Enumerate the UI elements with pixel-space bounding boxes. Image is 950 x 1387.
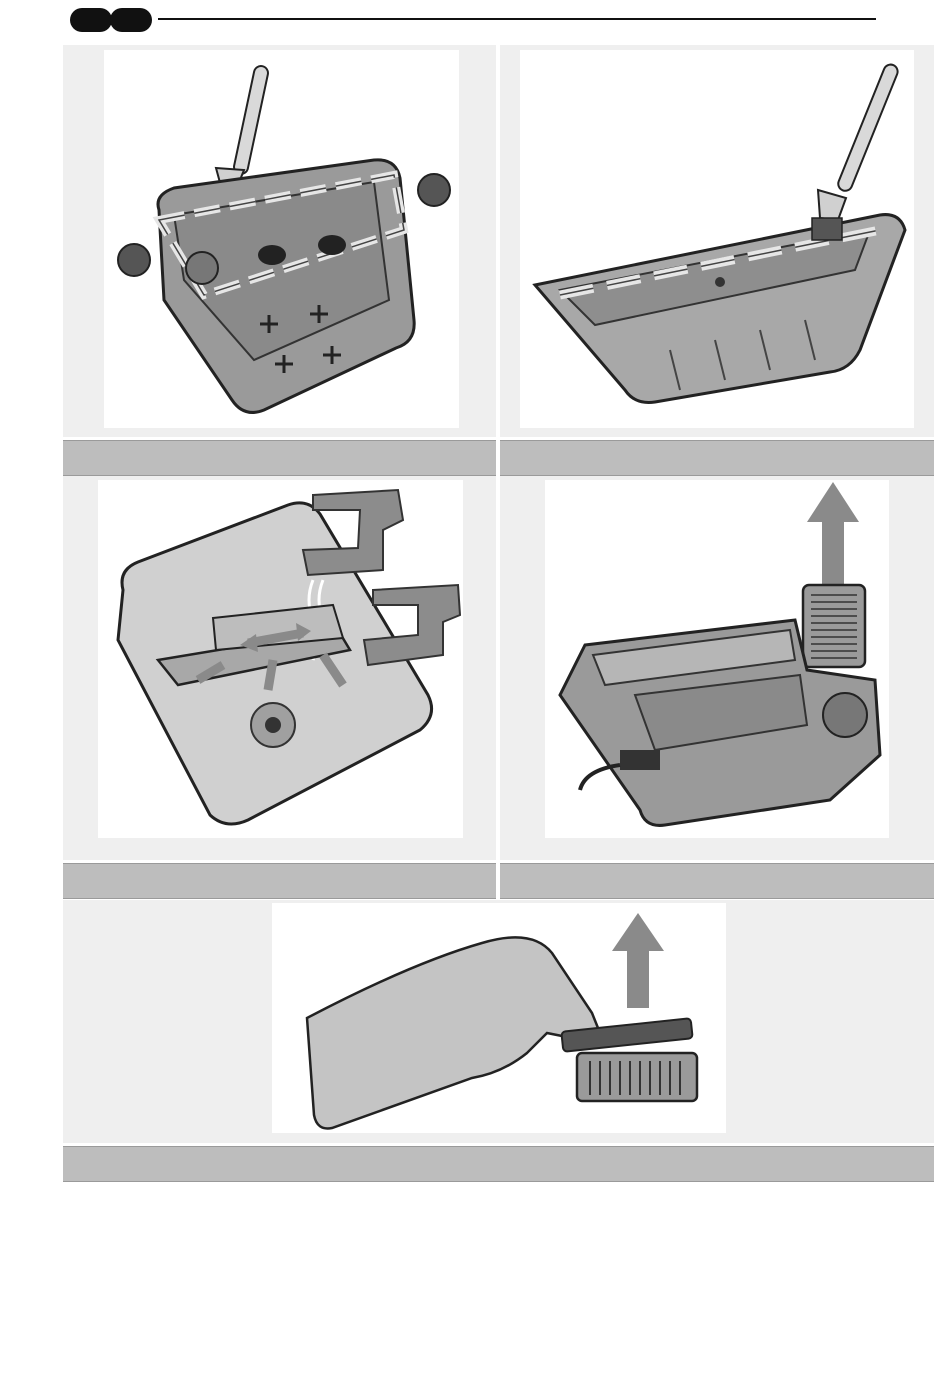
container-brush-illustration — [104, 50, 459, 428]
header-badge-2 — [110, 8, 152, 32]
figure-caption-2 — [500, 440, 934, 476]
figure-image-2 — [520, 50, 914, 428]
figure-panel-2 — [500, 45, 934, 437]
figure-panel-1 — [63, 45, 496, 437]
figure-panel-4 — [500, 476, 934, 860]
figure-caption-4 — [500, 863, 934, 899]
figure-panel-5 — [63, 900, 934, 1143]
header-badge-1 — [70, 8, 112, 32]
header-rule — [158, 18, 876, 20]
tap-rinse-illustration — [98, 480, 463, 838]
figure-caption-1 — [63, 440, 496, 476]
filter-removal-illustration — [545, 480, 889, 838]
figure-image-4 — [545, 480, 889, 838]
figure-image-5 — [272, 903, 726, 1133]
figure-caption-5 — [63, 1146, 934, 1182]
figure-image-3 — [98, 480, 463, 838]
figure-panel-3 — [63, 476, 496, 860]
filter-hand-brush-illustration — [272, 903, 726, 1133]
figure-caption-3 — [63, 863, 496, 899]
lid-brush-illustration — [520, 50, 914, 428]
figure-image-1 — [104, 50, 459, 428]
